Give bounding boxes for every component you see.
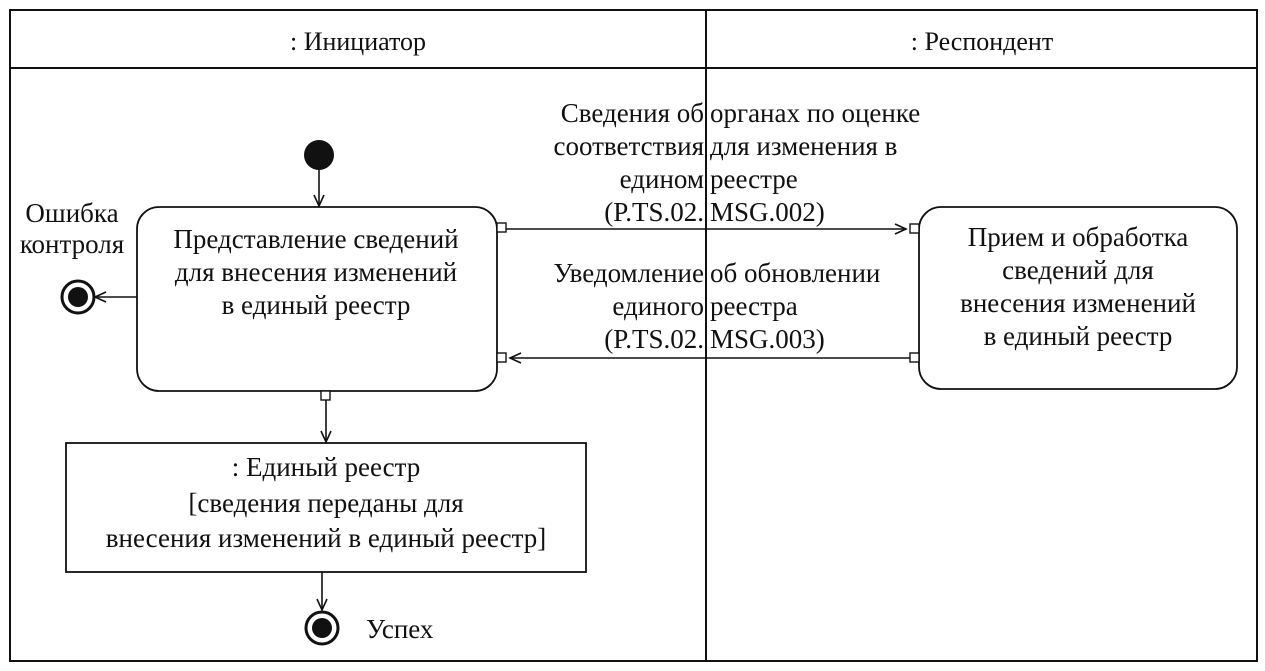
message-reply-label: Уведомление единого (P.TS.02. об обновле…: [554, 258, 881, 354]
svg-text:(P.TS.02.: (P.TS.02.: [604, 197, 704, 227]
output-pin-send: [496, 222, 507, 233]
success-final-node: [304, 610, 340, 646]
svg-text:об обновлении: об обновлении: [710, 258, 880, 288]
respondent-activity: [918, 206, 1238, 390]
svg-text:MSG.002): MSG.002): [710, 197, 825, 227]
svg-text:соответствия: соответствия: [553, 131, 704, 161]
lane-respondent-label: : Респондент: [911, 27, 1053, 56]
object-node-line-2: [сведения переданы для: [188, 488, 463, 518]
object-node-line-1: : Единый реестр: [232, 452, 420, 482]
svg-text:реестра: реестра: [710, 291, 798, 321]
input-pin-reply: [496, 352, 507, 363]
output-pin-object: [320, 390, 331, 401]
svg-text:органах по оценке: органах по оценке: [710, 98, 920, 128]
lane-initiator-label: : Инициатор: [290, 27, 426, 56]
svg-text:Уведомление: Уведомление: [554, 258, 704, 288]
success-label: Успех: [366, 614, 434, 644]
initiator-activity: [136, 206, 498, 392]
svg-text:едином: едином: [620, 164, 704, 194]
initiator-activity-line-2: для внесения изменений: [175, 257, 457, 287]
object-node-registry: [65, 442, 587, 573]
svg-text:(P.TS.02.: (P.TS.02.: [604, 324, 704, 354]
respondent-activity-line-3: внесения изменений: [960, 288, 1196, 318]
message-send-label: Сведения об соответствия едином (P.TS.02…: [553, 98, 920, 227]
svg-text:Сведения об: Сведения об: [561, 98, 704, 128]
swimlane-frame: [9, 9, 1258, 662]
error-label-line-1: Ошибка: [25, 198, 118, 228]
svg-text:для изменения в: для изменения в: [710, 131, 897, 161]
respondent-activity-line-1: Прием и обработка: [968, 222, 1189, 252]
svg-text:реестре: реестре: [710, 164, 798, 194]
svg-text:MSG.003): MSG.003): [710, 324, 825, 354]
error-label-line-2: контроля: [20, 229, 124, 259]
initiator-activity-line-1: Представление сведений: [173, 224, 458, 254]
output-pin-reply: [909, 352, 920, 363]
respondent-activity-line-2: сведений для: [1002, 255, 1154, 285]
error-final-node: [60, 279, 96, 315]
initial-node: [304, 140, 334, 170]
svg-text:единого: единого: [612, 291, 704, 321]
initiator-activity-line-3: в единый реестр: [222, 290, 411, 320]
respondent-activity-line-4: в единый реестр: [984, 321, 1173, 351]
input-pin-send: [909, 223, 920, 234]
object-node-line-3: внесения изменений в единый реестр]: [106, 523, 546, 553]
